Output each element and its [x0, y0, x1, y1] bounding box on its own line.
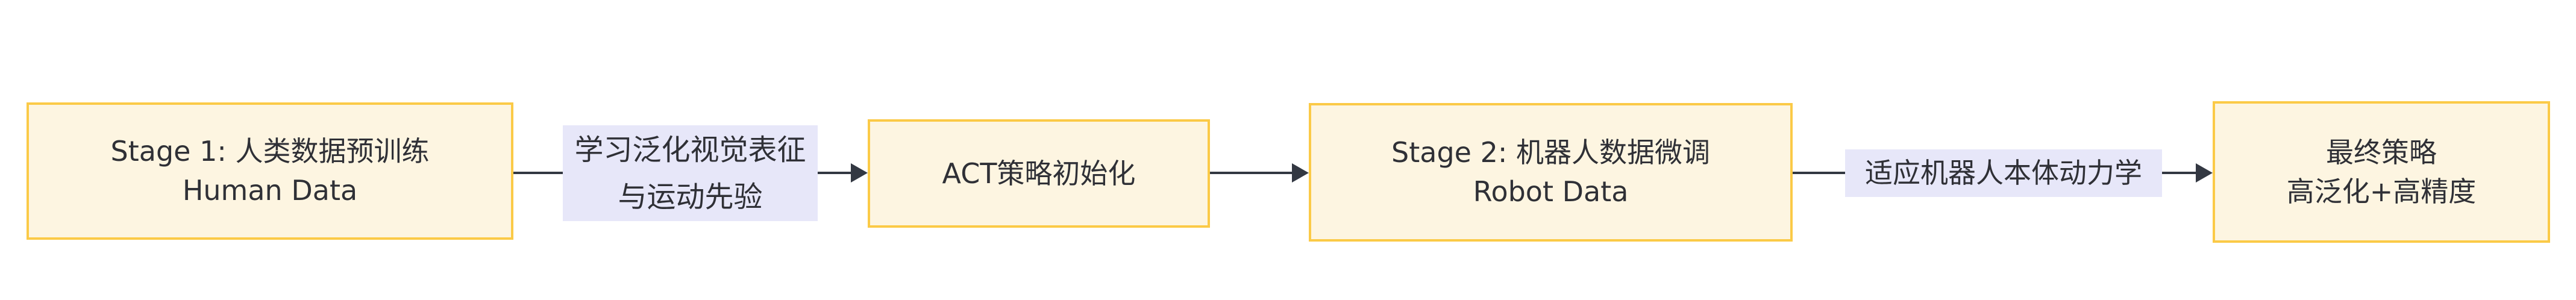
- edge-line: [818, 172, 852, 174]
- edge-line: [513, 172, 563, 174]
- node-stage2-robot-data: Stage 2: 机器人数据微调 Robot Data: [1309, 103, 1793, 242]
- node-line: Human Data: [182, 174, 358, 207]
- edge-label-line: 与运动先验: [618, 180, 763, 214]
- edge-label-line: 适应机器人本体动力学: [1865, 157, 2142, 189]
- node-stage1-human-data: Stage 1: 人类数据预训练 Human Data: [27, 102, 513, 240]
- edge-label-line: 学习泛化视觉表征: [574, 133, 806, 167]
- edge-line: [1210, 172, 1293, 174]
- node-final-policy: 最终策略 高泛化+高精度: [2213, 101, 2550, 243]
- edge-line: [1793, 172, 1845, 174]
- node-line: Stage 2: 机器人数据微调: [1391, 136, 1710, 169]
- node-line: ACT策略初始化: [942, 157, 1136, 190]
- arrowhead-icon: [1292, 163, 1309, 183]
- edge-label-robot-dynamics: 适应机器人本体动力学: [1845, 149, 2162, 197]
- node-act-policy-init: ACT策略初始化: [868, 119, 1210, 228]
- arrowhead-icon: [851, 163, 868, 183]
- arrowhead-icon: [2196, 163, 2213, 183]
- edge-label-visual-prior: 学习泛化视觉表征 与运动先验: [563, 125, 818, 221]
- node-line: 最终策略: [2326, 136, 2437, 169]
- node-line: Robot Data: [1473, 175, 1629, 208]
- node-line: 高泛化+高精度: [2286, 175, 2477, 208]
- node-line: Stage 1: 人类数据预训练: [110, 135, 430, 167]
- edge-line: [2162, 172, 2197, 174]
